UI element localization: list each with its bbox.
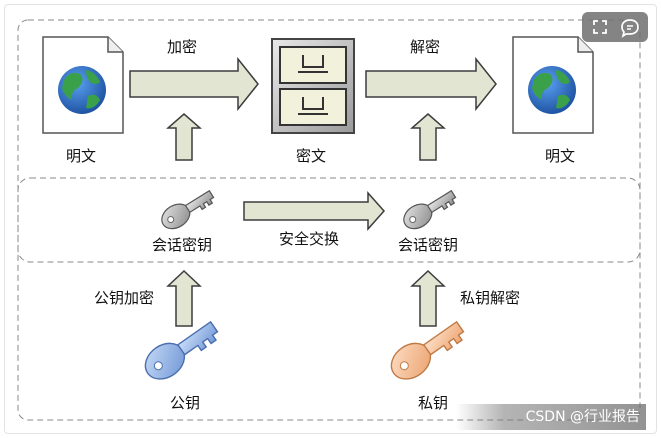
image-toolbar [582, 12, 648, 42]
session-key-up-arrow-right [410, 113, 446, 161]
ciphertext-cabinet-icon [271, 38, 355, 134]
ciphertext-label: 密文 [296, 147, 327, 165]
session-key-dashed-box [17, 177, 641, 263]
encrypt-label: 加密 [167, 38, 198, 56]
session-key-right-label: 会话密钥 [398, 236, 459, 254]
private-key-icon [390, 320, 465, 380]
comment-button[interactable] [618, 16, 642, 38]
public-key-label: 公钥 [170, 394, 201, 412]
private-key-up-arrow [410, 269, 446, 327]
plaintext-document-right-icon [512, 36, 594, 134]
watermark-background [456, 404, 646, 430]
private-key-decrypt-label: 私钥解密 [460, 289, 521, 307]
public-key-encrypt-label: 公钥加密 [94, 289, 155, 307]
session-key-left-label: 会话密钥 [152, 236, 213, 254]
encrypt-arrow [129, 56, 259, 112]
private-key-label: 私钥 [418, 394, 449, 412]
decrypt-label: 解密 [410, 38, 441, 56]
plaintext-left-label: 明文 [66, 147, 97, 165]
session-key-left-icon [161, 189, 215, 230]
session-key-right-icon [403, 189, 457, 230]
secure-exchange-label: 安全交换 [279, 230, 340, 248]
public-key-up-arrow [166, 269, 202, 327]
plaintext-right-label: 明文 [545, 147, 576, 165]
watermark-text: CSDN @行业报告 [525, 409, 640, 425]
comment-icon [621, 19, 639, 38]
expand-button[interactable] [588, 16, 612, 38]
public-key-icon [144, 320, 219, 380]
plaintext-document-left-icon [42, 36, 124, 134]
secure-exchange-arrow [243, 191, 386, 231]
session-key-up-arrow-left [166, 113, 202, 161]
expand-icon [593, 20, 607, 34]
decrypt-arrow [365, 56, 497, 112]
